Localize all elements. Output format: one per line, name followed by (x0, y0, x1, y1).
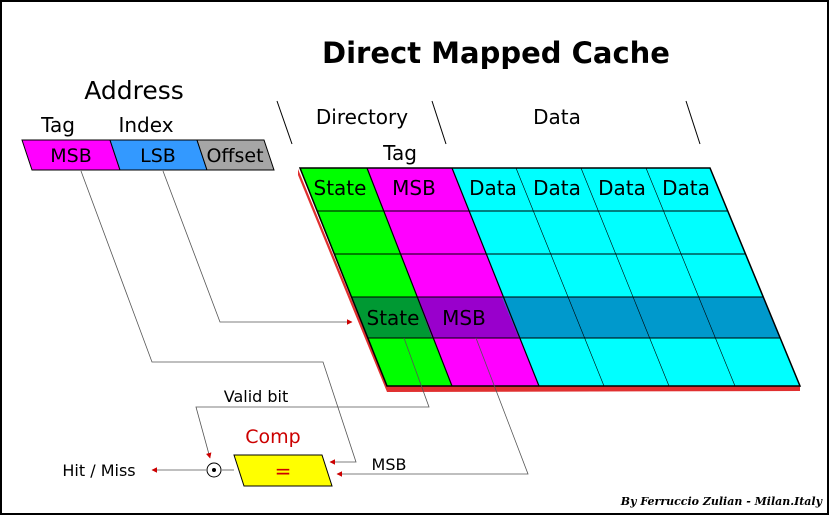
hit-miss-label: Hit / Miss (62, 461, 135, 480)
data-cell-3: Data (598, 176, 646, 200)
separator-line (431, 100, 447, 145)
separator-line (685, 100, 701, 145)
selected-row-state-text: State (367, 306, 420, 330)
directory-heading: Directory (316, 105, 408, 129)
selected-row-data-cells (502, 297, 780, 338)
table-shadow-bottom (387, 386, 800, 392)
msb-header: MSB (392, 176, 436, 200)
diagram-title: Direct Mapped Cache (322, 36, 670, 70)
address-offset-text: Offset (206, 145, 263, 167)
index-wire (162, 170, 353, 325)
tag-wire (80, 170, 357, 465)
address-heading: Address (84, 76, 184, 105)
state-header: State (314, 176, 367, 200)
msb-wire-label: MSB (372, 455, 407, 474)
directory-tag-label: Tag (382, 141, 417, 165)
and-gate-dot (212, 468, 216, 472)
wiring (80, 170, 529, 477)
selected-row-state-cell (351, 297, 432, 338)
valid-bit-wire (195, 337, 430, 459)
address-offset-field (196, 139, 275, 171)
valid-bit-label: Valid bit (224, 387, 289, 406)
comp-label: Comp (245, 426, 300, 448)
data-cell-2: Data (533, 176, 581, 200)
msb-wire (336, 337, 529, 477)
separator-line (276, 100, 293, 145)
author-credit: By Ferruccio Zulian - Milan.Italy (620, 495, 824, 508)
comparator-box (233, 454, 333, 487)
data-cell-4: Data (662, 176, 710, 200)
selected-row-msb-text: MSB (442, 306, 486, 330)
address-msb-text: MSB (50, 145, 92, 167)
comparator-equals: = (275, 459, 292, 483)
address-tag-label: Tag (40, 113, 75, 137)
selected-row-msb-cell (417, 297, 519, 338)
data-heading: Data (533, 105, 581, 129)
table-shadow-left (298, 169, 387, 392)
address-lsb-text: LSB (140, 145, 176, 167)
address-index-label: Index (118, 113, 173, 137)
data-cell-1: Data (469, 176, 517, 200)
cache-table (298, 167, 802, 387)
